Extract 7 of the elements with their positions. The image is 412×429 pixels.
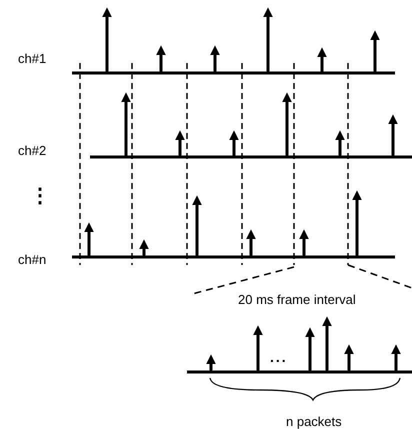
channel-label: ch#2	[18, 142, 46, 160]
ellipsis: ⋮	[30, 186, 50, 206]
brace-label: n packets	[286, 413, 342, 429]
ellipsis: ...	[270, 350, 288, 364]
channel-label: ch#n	[18, 251, 46, 269]
interval-label: 20 ms frame interval	[238, 291, 356, 309]
channel-label: ch#1	[18, 50, 46, 68]
